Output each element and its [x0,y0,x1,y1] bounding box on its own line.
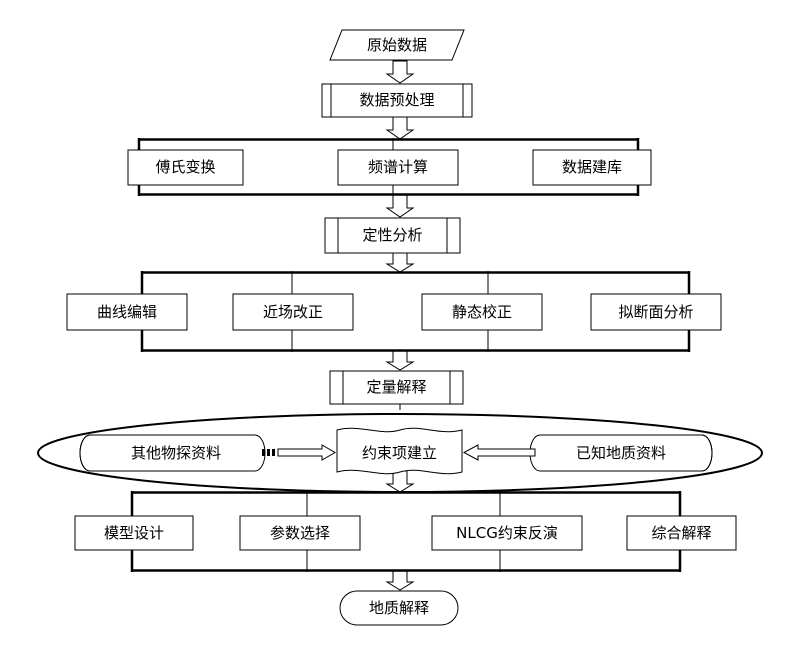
stage1-label-2: 数据建库 [561,158,622,176]
arrow-6 [385,470,415,493]
stage3-label-3: 综合解释 [651,524,712,542]
constraint-right-label: 已知地质资料 [575,444,666,462]
arrow-3 [385,193,415,218]
stage2-box-2 [421,293,543,331]
arrow-1 [385,60,415,84]
left-arrow [262,444,337,461]
qualitative-label: 定性分析 [362,226,423,244]
stage3-box-2 [431,515,583,551]
start-label: 原始数据 [366,36,427,54]
preprocess-label: 数据预处理 [359,91,435,109]
end-terminal [339,590,459,626]
arrow-5 [385,349,415,371]
stage1-box-2 [532,149,652,186]
stage2-label-3: 拟断面分析 [618,303,694,321]
stage3-label-2: NLCG约束反演 [456,524,558,542]
stage1-box-1 [337,149,459,186]
stage3-label-1: 参数选择 [269,524,330,542]
stage2-box-1 [232,293,354,331]
stage2-box-3 [590,293,722,331]
end-label: 地质解释 [368,599,429,617]
stage3-box-1 [239,515,361,551]
stage2-label-0: 曲线编辑 [96,303,157,321]
stage3-box-0 [74,515,194,551]
arrow-2 [385,116,415,140]
stage1-box-0 [127,149,244,186]
quantitative-box [329,370,464,405]
stage3-label-0: 模型设计 [103,524,164,542]
stage2-label-2: 静态校正 [451,303,512,321]
stage2-label-1: 近场改正 [262,303,323,321]
stage1-label-0: 傅氏变换 [155,158,216,176]
start-parallelogram [329,29,465,61]
qualitative-box [324,217,461,254]
quantitative-label: 定量解释 [366,378,427,396]
arrow-7 [385,569,415,591]
constraint-left-label: 其他物探资料 [130,444,221,462]
preprocess-box [321,83,473,118]
stage2-box-0 [66,293,188,331]
stage1-label-1: 频谱计算 [367,158,428,176]
stage3-box-3 [626,515,737,551]
constraint-center-shape [336,427,463,475]
arrow-4 [385,252,415,273]
right-arrow [462,444,536,461]
constraint-center-label: 约束项建立 [361,444,437,462]
